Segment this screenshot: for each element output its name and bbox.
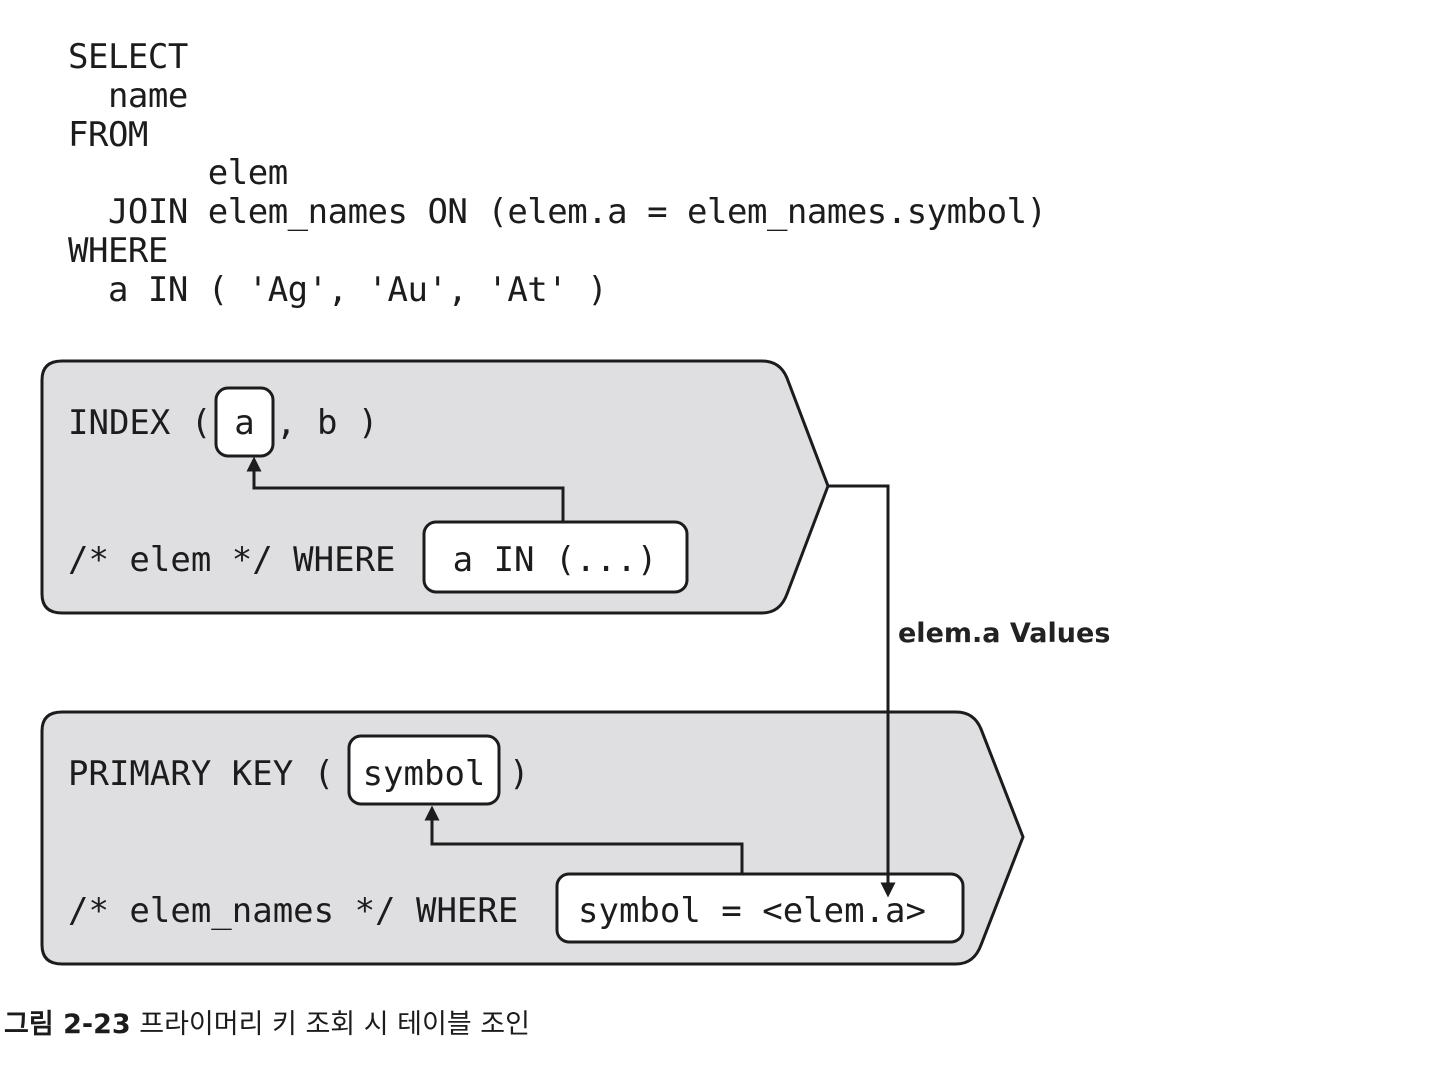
sql-line: WHERE bbox=[68, 230, 168, 271]
index-key-box bbox=[214, 386, 275, 458]
elem-where-condition-text: a IN (...) bbox=[453, 540, 658, 580]
pk-lookup-arrow bbox=[424, 805, 744, 874]
index-suffix-text: , b ) bbox=[276, 403, 378, 443]
elem-names-where-condition-box bbox=[555, 872, 965, 944]
elem-names-where-prefix: /* elem_names */ WHERE bbox=[68, 891, 518, 931]
pk-suffix-text: ) bbox=[509, 754, 529, 794]
sql-line: elem bbox=[68, 153, 288, 194]
sql-line: SELECT bbox=[68, 37, 188, 77]
figure-caption-text: 프라이머리 키 조회 시 테이블 조인 bbox=[139, 1009, 530, 1040]
index-lookup-arrow bbox=[246, 456, 565, 522]
pk-prefix-text: PRIMARY KEY ( bbox=[68, 754, 334, 794]
sql-line: a IN ( 'Ag', 'Au', 'At' ) bbox=[68, 269, 608, 310]
figure-number: 그림 2-23 bbox=[4, 1009, 131, 1040]
elem-where-condition-box bbox=[422, 520, 689, 594]
sql-line: JOIN elem_names ON (elem.a = elem_names.… bbox=[68, 192, 1047, 233]
connector-label: elem.a Values bbox=[898, 618, 1110, 649]
sql-line: FROM bbox=[68, 114, 148, 155]
index-key-text: a bbox=[234, 403, 254, 443]
sql-line: name bbox=[68, 75, 188, 116]
elem-a-values-connector bbox=[828, 484, 896, 898]
elem-names-where-condition-text: symbol = <elem.a> bbox=[578, 891, 926, 931]
index-prefix-text: INDEX ( bbox=[68, 403, 211, 443]
pk-key-box bbox=[347, 734, 501, 806]
elem-where-prefix: /* elem */ WHERE bbox=[68, 540, 396, 580]
pk-key-text: symbol bbox=[363, 754, 486, 794]
figure-caption: 그림 2-23 프라이머리 키 조회 시 테이블 조인 bbox=[4, 1002, 530, 1041]
sql-query: SELECT name FROM elem JOIN elem_names ON… bbox=[68, 38, 1047, 310]
